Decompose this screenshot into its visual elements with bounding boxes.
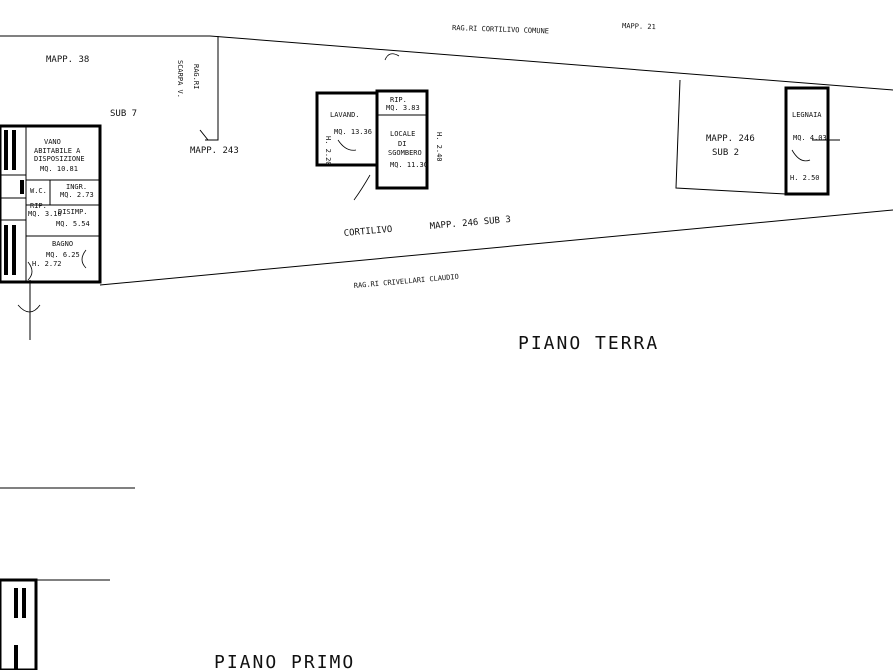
middle-building [315, 53, 429, 201]
vano-label-3: DISPOSIZIONE [34, 155, 85, 163]
ingr-label: INGR. [66, 183, 87, 191]
cortilivo-label: CORTILIVO [343, 225, 392, 239]
wc-label: W.C. [30, 187, 47, 195]
top-neighbor-label: RAG.RI CORTILIVO COMUNE [452, 24, 549, 35]
bagno-area: MQ. 6.25 [46, 251, 80, 259]
top-mapp-label: MAPP. 21 [622, 22, 656, 31]
rip2-label: RIP. [390, 96, 407, 104]
bottom-neighbor-label: RAG.RI CRIVELLARI CLAUDIO [353, 273, 459, 290]
sub7-label: SUB 7 [110, 109, 137, 119]
piano-primo-title: PIANO PRIMO [214, 652, 355, 670]
legnaia-label: LEGNAIA [792, 111, 822, 119]
cortilivo-mapp-label: MAPP. 246 SUB 3 [429, 215, 511, 232]
locale-area: MQ. 11.30 [390, 161, 428, 169]
left-building [0, 124, 102, 340]
courtyard-boundary [0, 35, 893, 286]
disimp-area: MQ. 5.54 [56, 220, 90, 228]
sub2-label: SUB 2 [712, 148, 739, 158]
lavand-label: LAVAND. [330, 111, 360, 119]
mapp38-label: MAPP. 38 [46, 55, 89, 65]
vano-label-2: ABITABILE A [34, 147, 81, 155]
locale-label-2: DI [398, 140, 406, 148]
ingr-area: MQ. 2.73 [60, 191, 94, 199]
first-floor-fragment [0, 487, 135, 670]
rip-label: RIP. [30, 202, 47, 210]
rip2-area: MQ. 3.83 [386, 104, 420, 112]
rag-scarpa-label-1: RAG.RI [192, 64, 200, 89]
bagno-label: BAGNO [52, 240, 73, 248]
rag-scarpa-label-2: SCARPA V. [176, 60, 184, 98]
locale-height: H. 2.40 [435, 132, 443, 162]
vano-area: MQ. 10.81 [40, 165, 78, 173]
legnaia-height: H. 2.50 [790, 174, 820, 182]
piano-terra-title: PIANO TERRA [518, 333, 659, 354]
mapp243-label: MAPP. 243 [190, 146, 239, 156]
bagno-height: H. 2.72 [32, 260, 62, 268]
mapp246-label: MAPP. 246 [706, 134, 755, 144]
vano-label-1: VANO [44, 138, 61, 146]
legnaia-area: MQ. 4.03 [793, 134, 827, 142]
right-building [675, 79, 840, 196]
disimp-label: DISIMP. [58, 208, 88, 216]
lavand-height: H. 2.20 [324, 136, 332, 166]
lavand-area: MQ. 13.36 [334, 128, 372, 136]
rip-area: MQ. 3.10 [28, 210, 62, 218]
locale-label-1: LOCALE [390, 130, 415, 138]
locale-label-3: SGOMBERO [388, 149, 422, 157]
